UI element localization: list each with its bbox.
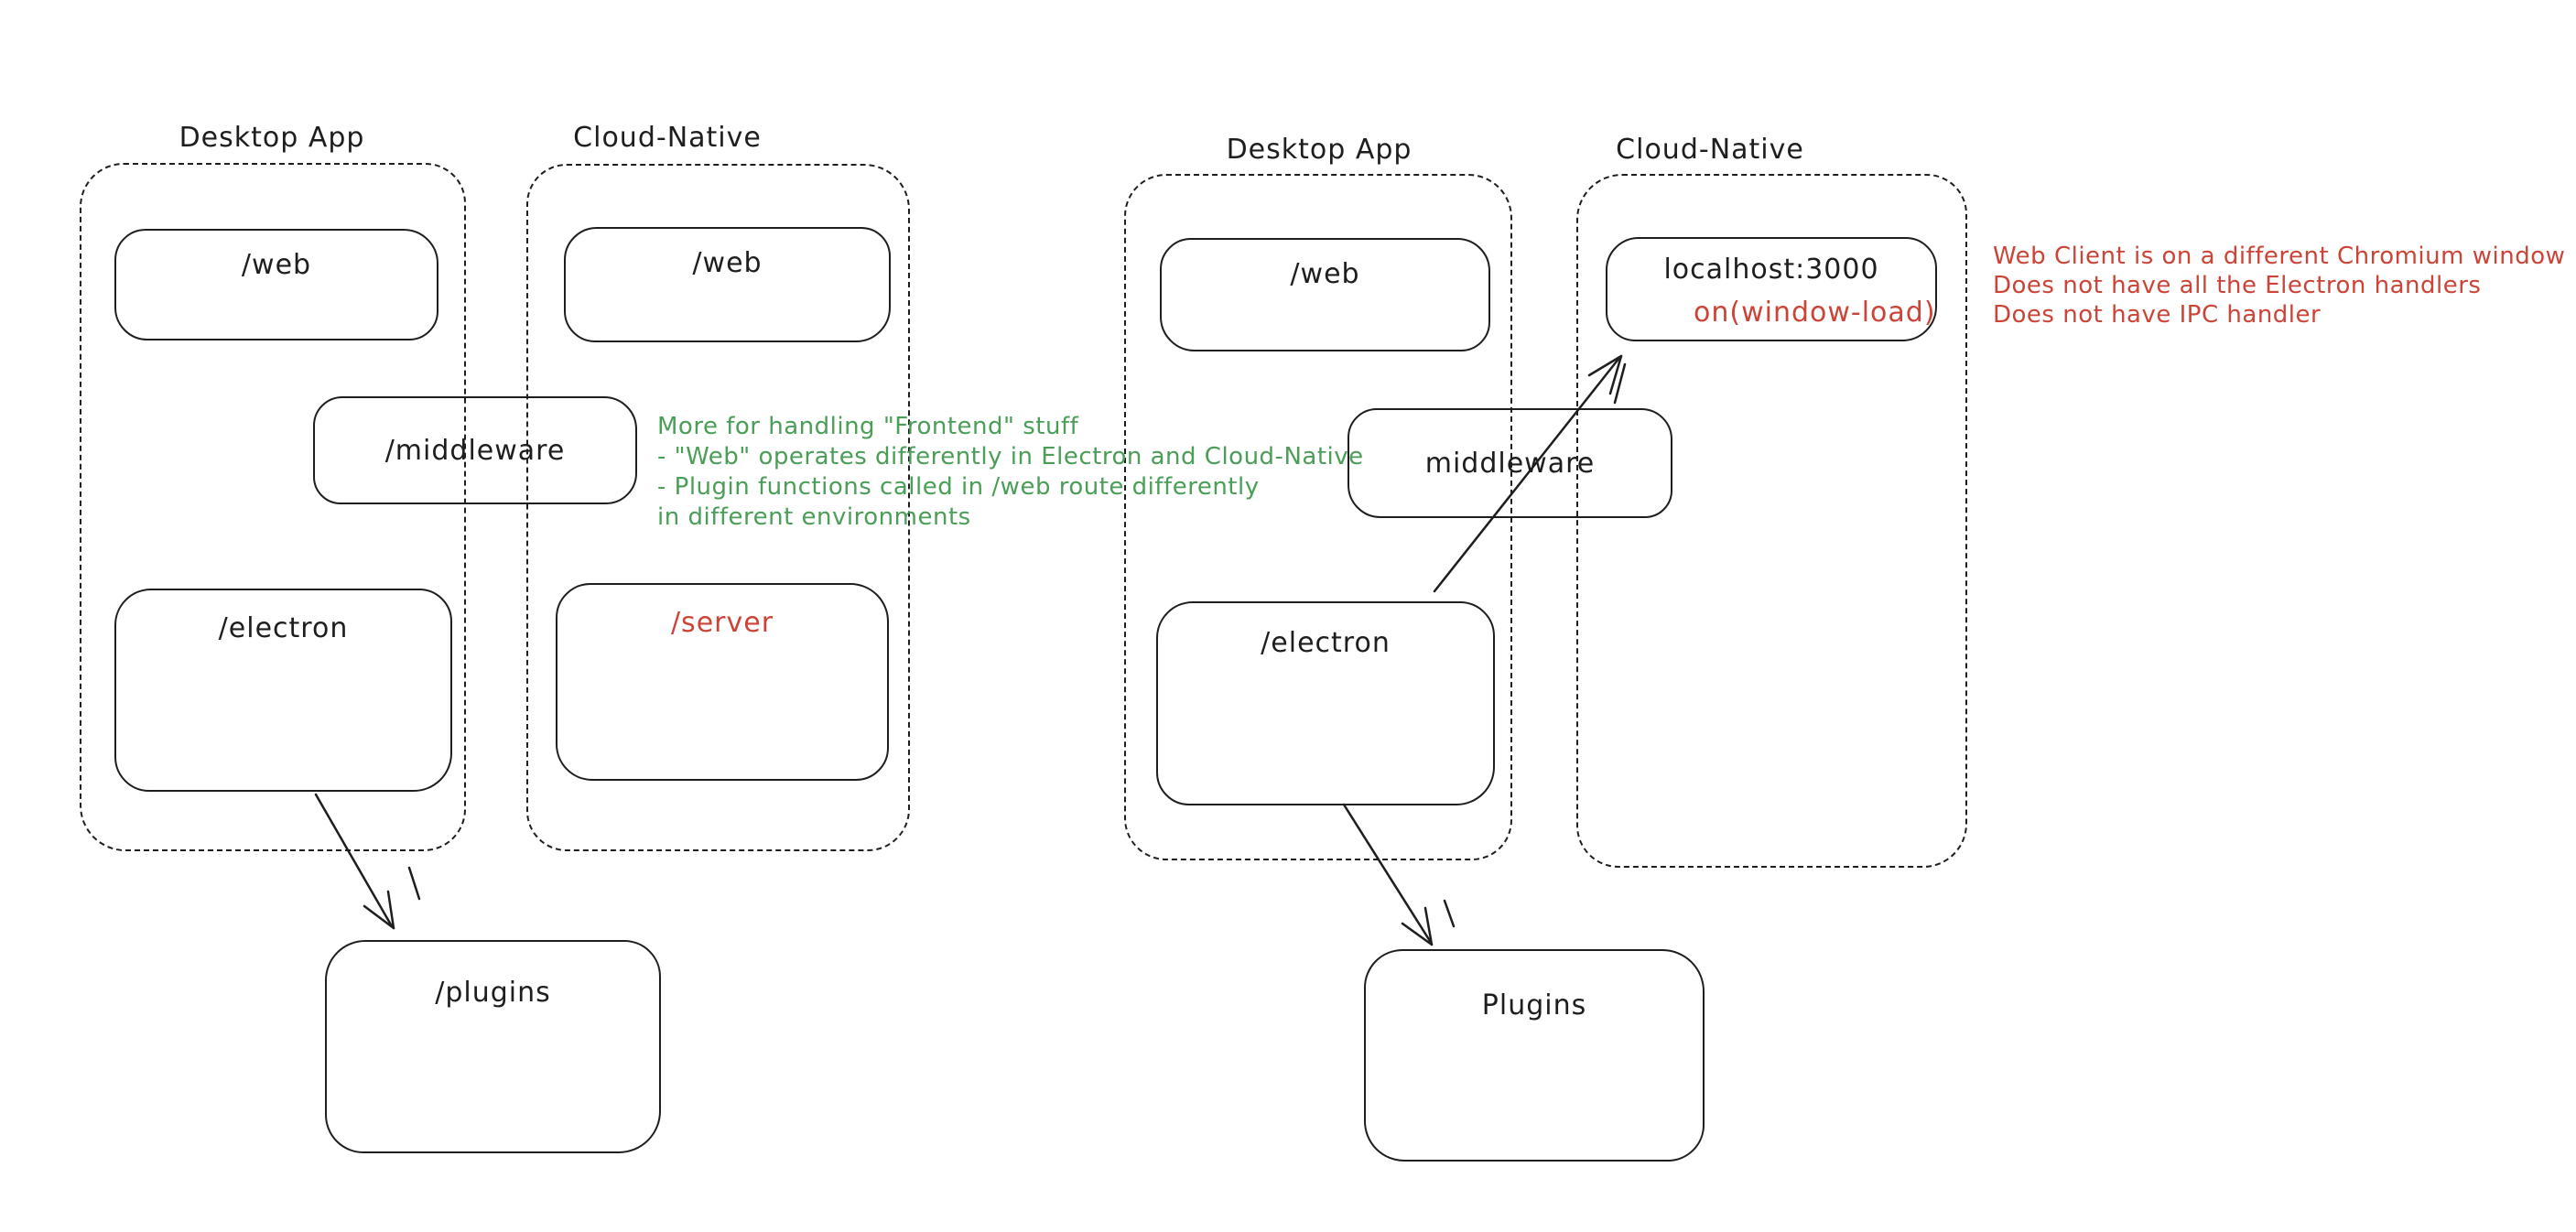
green-note-line-1: More for handling "Frontend" stuff [657, 413, 1079, 440]
right-web-box: /web [1160, 238, 1490, 351]
left-desktop-app-label: Desktop App [179, 122, 365, 154]
left-web-cloud-box: /web [564, 227, 891, 342]
right-desktop-app-label: Desktop App [1226, 134, 1412, 166]
left-electron-box: /electron [114, 589, 452, 792]
right-cloud-native-label: Cloud-Native [1616, 134, 1804, 166]
left-desktop-app-container [80, 163, 466, 851]
red-note-line-1: Web Client is on a different Chromium wi… [1993, 243, 2566, 270]
right-middleware-box: middleware [1348, 408, 1672, 518]
left-middleware-box-label: /middleware [384, 434, 566, 467]
left-cloud-native-label: Cloud-Native [573, 122, 762, 154]
left-web-desktop-box-label: /web [241, 249, 312, 281]
green-note-line-3: - Plugin functions called in /web route … [657, 473, 1260, 501]
right-web-box-label: /web [1290, 258, 1360, 290]
right-plugins-box: Plugins [1364, 949, 1705, 1162]
right-middleware-box-label: middleware [1424, 447, 1596, 480]
green-note-line-2: - "Web" operates differently in Electron… [657, 443, 1364, 470]
red-note-line-3: Does not have IPC handler [1993, 301, 2322, 329]
left-electron-box-label: /electron [218, 612, 349, 644]
green-note-line-4: in different environments [657, 503, 971, 531]
right-electron-box-label: /electron [1261, 627, 1391, 659]
localhost-box-title: localhost:3000 [1663, 254, 1879, 286]
left-plugins-box: /plugins [325, 940, 661, 1153]
right-plugins-box-label: Plugins [1481, 989, 1587, 1021]
left-server-box: /server [556, 583, 889, 781]
left-web-desktop-box: /web [114, 229, 438, 340]
localhost-box-subtitle: on(window-load) [1694, 297, 1936, 329]
left-cloud-native-container [526, 164, 910, 851]
left-middleware-box: /middleware [313, 396, 637, 504]
red-note: Web Client is on a different Chromium wi… [1993, 242, 2565, 330]
right-electron-box: /electron [1156, 601, 1495, 805]
left-server-box-label: /server [670, 607, 774, 639]
left-plugins-box-label: /plugins [435, 977, 551, 1009]
green-note: More for handling "Frontend" stuff - "We… [657, 412, 1364, 533]
localhost-box: localhost:3000 on(window-load) [1606, 237, 1937, 341]
red-note-line-2: Does not have all the Electron handlers [1993, 272, 2482, 299]
left-web-cloud-box-label: /web [692, 247, 763, 279]
